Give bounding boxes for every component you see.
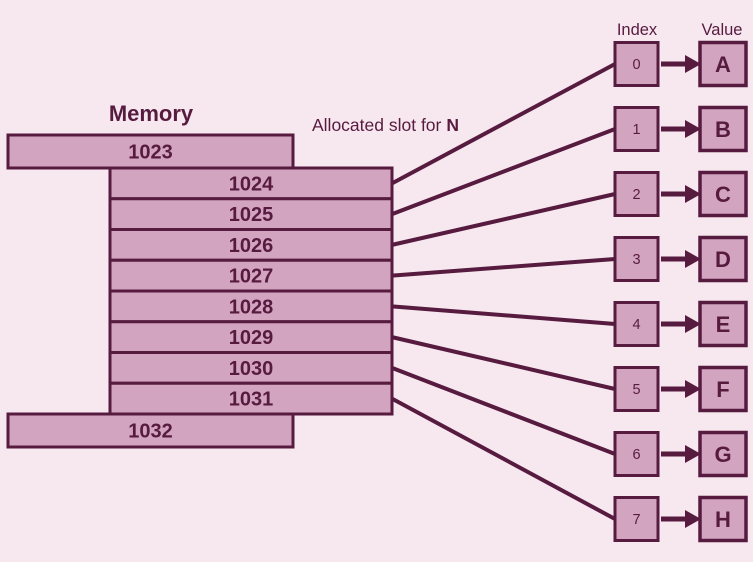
index-box — [613, 171, 660, 217]
allocated-slot-label-prefix: Allocated slot for — [312, 115, 442, 135]
memory-cell-allocated-label: 1025 — [229, 204, 274, 226]
value-label: E — [716, 312, 731, 337]
value-label: D — [715, 247, 731, 272]
value-box — [698, 40, 748, 88]
memory-cell-before-box — [6, 133, 295, 170]
memory-cell-allocated: 1026 — [108, 228, 394, 262]
arrow-head-icon — [685, 380, 701, 398]
memory-cell-allocated: 1024 — [108, 166, 394, 201]
value-label: C — [715, 182, 731, 207]
memory-cell-after-label: 1032 — [128, 421, 173, 443]
memory-cell-allocated-box — [108, 197, 394, 232]
memory-title: Memory — [109, 101, 194, 126]
memory-column: 1023 1024 1025 1026 1027 1028 1029 1030 1031 1032 — [6, 133, 394, 449]
memory-cell-allocated-box — [108, 289, 394, 324]
arrow-head-icon — [685, 120, 701, 138]
memory-cell-allocated-label: 1026 — [229, 235, 274, 257]
arrow-head-icon — [685, 445, 701, 463]
memory-cell-allocated-box — [108, 228, 394, 262]
memory-cell-allocated-box — [108, 320, 394, 355]
memory-cell-allocated: 1031 — [108, 381, 394, 416]
value-box — [698, 170, 748, 218]
connector-line — [390, 365, 617, 456]
memory-cell-before: 1023 — [6, 133, 295, 170]
index-label: 4 — [632, 317, 640, 333]
memory-cell-allocated: 1030 — [108, 351, 394, 385]
index-label: 5 — [632, 382, 640, 398]
arrow-head-icon — [685, 185, 701, 203]
arrow-head-icon — [685, 55, 701, 73]
memory-cell-before-label: 1023 — [128, 142, 173, 164]
index-box — [613, 496, 660, 542]
index-column-header: Index — [617, 21, 658, 39]
index-box — [613, 366, 660, 412]
value-label: B — [715, 117, 731, 142]
memory-cell-allocated-label: 1031 — [229, 389, 274, 411]
value-box — [698, 235, 748, 283]
memory-cell-allocated-label: 1030 — [229, 358, 274, 380]
arrow-head-icon — [685, 510, 701, 528]
arrow-head-icon — [685, 250, 701, 268]
memory-cell-allocated-label: 1029 — [229, 327, 274, 349]
index-label: 1 — [632, 122, 640, 138]
memory-cell-allocated: 1028 — [108, 289, 394, 324]
connector-line — [390, 192, 617, 247]
value-box — [698, 365, 748, 413]
index-box — [613, 236, 660, 282]
index-label: 2 — [632, 187, 640, 203]
index-box — [613, 106, 660, 152]
index-box — [613, 301, 660, 347]
value-box — [698, 430, 748, 478]
memory-cell-allocated: 1029 — [108, 320, 394, 355]
index-label: 0 — [632, 57, 640, 73]
value-label: A — [715, 52, 731, 77]
value-label: G — [714, 442, 731, 467]
memory-cell-allocated-label: 1027 — [229, 266, 274, 288]
memory-cell-allocated-label: 1028 — [229, 296, 274, 318]
index-box — [613, 431, 660, 477]
connector-lines — [390, 62, 617, 521]
arrow-head-icon — [685, 315, 701, 333]
memory-cell-allocated-box — [108, 351, 394, 385]
connector-line — [390, 127, 617, 217]
index-label: 7 — [632, 512, 640, 528]
index-label: 6 — [632, 447, 640, 463]
memory-cell-allocated-label: 1024 — [229, 173, 274, 195]
connector-line — [390, 335, 617, 391]
allocated-slot-variable: N — [446, 115, 459, 135]
value-label: F — [716, 377, 729, 402]
value-label: H — [715, 507, 731, 532]
memory-cell-allocated: 1025 — [108, 197, 394, 232]
index-box — [613, 41, 660, 87]
connector-line — [390, 257, 617, 278]
memory-cell-after-box — [6, 412, 295, 449]
value-column-header: Value — [702, 21, 743, 39]
value-box — [698, 495, 748, 543]
connector-line — [390, 304, 617, 326]
connector-line — [390, 396, 617, 521]
value-box — [698, 105, 748, 153]
memory-cell-allocated: 1027 — [108, 258, 394, 293]
value-box — [698, 300, 748, 348]
connector-line — [390, 62, 617, 186]
memory-cell-after: 1032 — [6, 412, 295, 449]
index-label: 3 — [632, 252, 640, 268]
